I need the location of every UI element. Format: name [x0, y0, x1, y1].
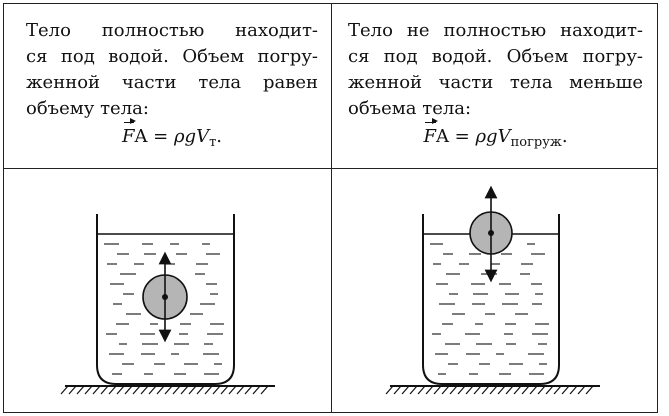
ground-hatching — [60, 385, 275, 395]
water-dashes — [430, 243, 549, 375]
ground-hatching — [385, 385, 600, 395]
right-formula-vector-sub: A — [435, 126, 449, 147]
left-text-line-3: женной части тела равен — [26, 72, 318, 93]
left-description-cell: Тело полностью находит- ся под водой. Об… — [26, 18, 318, 156]
right-text-line-2: ся под водой. Объем погру- — [348, 46, 643, 67]
right-text-line-4: объема тела: — [348, 98, 472, 119]
left-formula-rhs: = ρgV — [147, 126, 210, 147]
submerged-body-figure — [60, 214, 275, 395]
right-text-line-3: женной части тела меньше — [348, 72, 643, 93]
water-dashes — [104, 243, 224, 375]
left-formula-vector: F — [122, 118, 136, 150]
left-formula-rhs-sub: т — [209, 135, 217, 150]
left-formula-tail: . — [216, 126, 223, 147]
left-text-line-2: ся под водой. Объем погру- — [26, 46, 318, 67]
row-divider — [4, 168, 657, 169]
right-description-cell: Тело не полностью находит- ся под водой.… — [348, 18, 643, 156]
left-text-line-1: Тело полностью находит- — [26, 20, 318, 41]
left-formula-vector-sub: A — [134, 126, 148, 147]
right-formula: FA = ρgVпогруж. — [348, 118, 643, 156]
right-text-line-1: Тело не полностью находит- — [348, 20, 643, 41]
vessel — [422, 214, 560, 385]
left-formula: FA = ρgVт. — [26, 118, 318, 156]
comparison-table: Тело полностью находит- ся под водой. Об… — [3, 3, 658, 413]
right-formula-rhs: = ρgV — [448, 126, 511, 147]
left-text-line-4: объему тела: — [26, 98, 149, 119]
right-formula-rhs-sub: погруж — [510, 135, 562, 150]
vessel — [96, 214, 235, 385]
right-formula-vector: F — [423, 118, 438, 150]
column-divider — [331, 4, 332, 412]
floating-body-figure — [385, 185, 600, 395]
right-formula-tail: . — [561, 126, 568, 147]
